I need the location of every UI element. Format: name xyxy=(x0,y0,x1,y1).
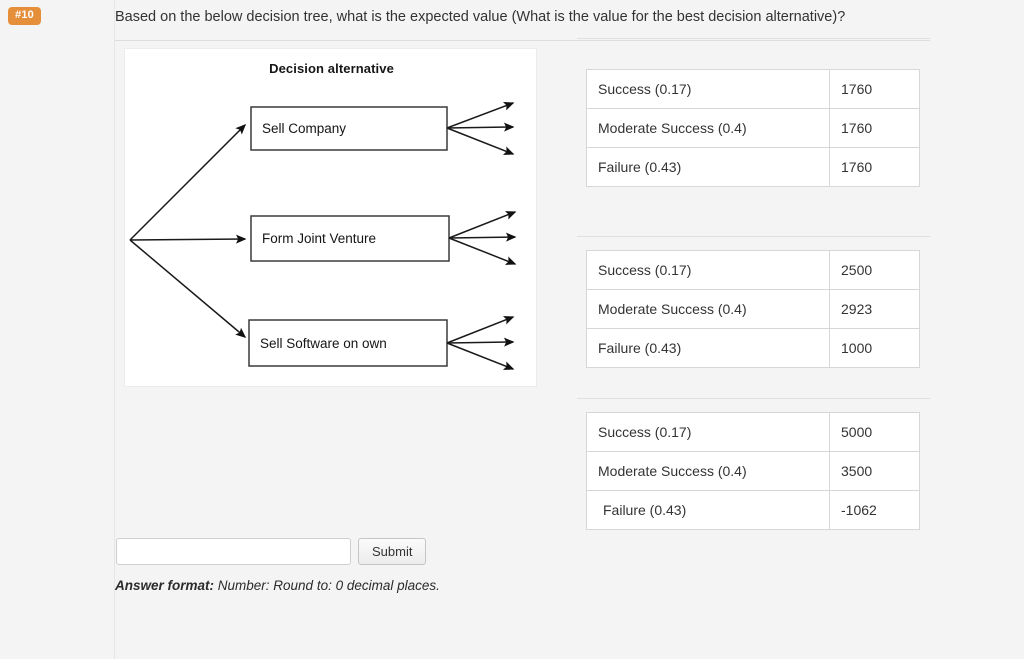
outcome-value: 2923 xyxy=(829,289,920,329)
outcome-value: 3500 xyxy=(829,451,920,491)
answer-input[interactable] xyxy=(116,538,351,565)
outcome-label: Failure (0.43) xyxy=(586,490,830,530)
question-number-badge: #10 xyxy=(8,7,41,25)
node-form-joint-venture: Form Joint Venture xyxy=(250,215,450,262)
table-row: Success (0.17) 1760 xyxy=(586,69,920,109)
outcome-value: -1062 xyxy=(829,490,920,530)
outcome-branches-1 xyxy=(446,101,515,155)
outcome-value: 1760 xyxy=(829,147,920,187)
outcome-value: 5000 xyxy=(829,412,920,452)
decision-tree-figure: Decision alternative Sell Company xyxy=(124,48,537,387)
main-content: Based on the below decision tree, what i… xyxy=(115,0,1024,659)
node-sell-software-on-own: Sell Software on own xyxy=(248,319,448,367)
answer-format-value: Number: Round to: 0 decimal places. xyxy=(214,578,440,593)
outcome-label: Success (0.17) xyxy=(586,250,830,290)
table-row: Moderate Success (0.4) 2923 xyxy=(586,289,920,329)
table-divider-1 xyxy=(577,38,930,39)
outcome-label: Failure (0.43) xyxy=(586,328,830,368)
decision-tree-diagram: Sell Company Form Joint Venture Sell Sof xyxy=(129,101,517,370)
outcome-label: Moderate Success (0.4) xyxy=(586,451,830,491)
table-row: Success (0.17) 2500 xyxy=(586,250,920,290)
outcome-table-1: Success (0.17) 1760 Moderate Success (0.… xyxy=(586,69,920,187)
root-branches xyxy=(129,123,247,338)
node-label: Sell Company xyxy=(262,121,346,136)
node-sell-company: Sell Company xyxy=(250,106,448,151)
outcome-label: Moderate Success (0.4) xyxy=(586,289,830,329)
submit-button[interactable]: Submit xyxy=(358,538,427,565)
table-row: Moderate Success (0.4) 3500 xyxy=(586,451,920,491)
node-label: Form Joint Venture xyxy=(262,231,376,246)
table-divider-3 xyxy=(577,398,930,399)
header-divider xyxy=(115,40,930,41)
outcome-label: Success (0.17) xyxy=(586,412,830,452)
node-label: Sell Software on own xyxy=(260,336,387,351)
table-row: Success (0.17) 5000 xyxy=(586,412,920,452)
table-row: Moderate Success (0.4) 1760 xyxy=(586,108,920,148)
table-row: Failure (0.43) -1062 xyxy=(586,490,920,530)
outcome-label: Success (0.17) xyxy=(586,69,830,109)
outcome-branches-3 xyxy=(446,316,515,370)
outcome-value: 1760 xyxy=(829,69,920,109)
outcome-label: Moderate Success (0.4) xyxy=(586,108,830,148)
question-prompt: Based on the below decision tree, what i… xyxy=(115,9,846,25)
left-rail: #10 xyxy=(0,0,115,659)
figure-title: Decision alternative xyxy=(269,61,394,76)
outcome-value: 2500 xyxy=(829,250,920,290)
answer-format-label: Answer format: xyxy=(115,578,215,593)
table-divider-2 xyxy=(577,236,930,237)
table-row: Failure (0.43) 1760 xyxy=(586,147,920,187)
outcome-table-2: Success (0.17) 2500 Moderate Success (0.… xyxy=(586,250,920,368)
outcome-branches-2 xyxy=(448,211,517,265)
outcome-value: 1000 xyxy=(829,328,920,368)
outcome-label: Failure (0.43) xyxy=(586,147,830,187)
answer-format-hint: Answer format: Number: Round to: 0 decim… xyxy=(115,578,440,593)
table-row: Failure (0.43) 1000 xyxy=(586,328,920,368)
outcome-value: 1760 xyxy=(829,108,920,148)
outcome-table-3: Success (0.17) 5000 Moderate Success (0.… xyxy=(586,412,920,530)
